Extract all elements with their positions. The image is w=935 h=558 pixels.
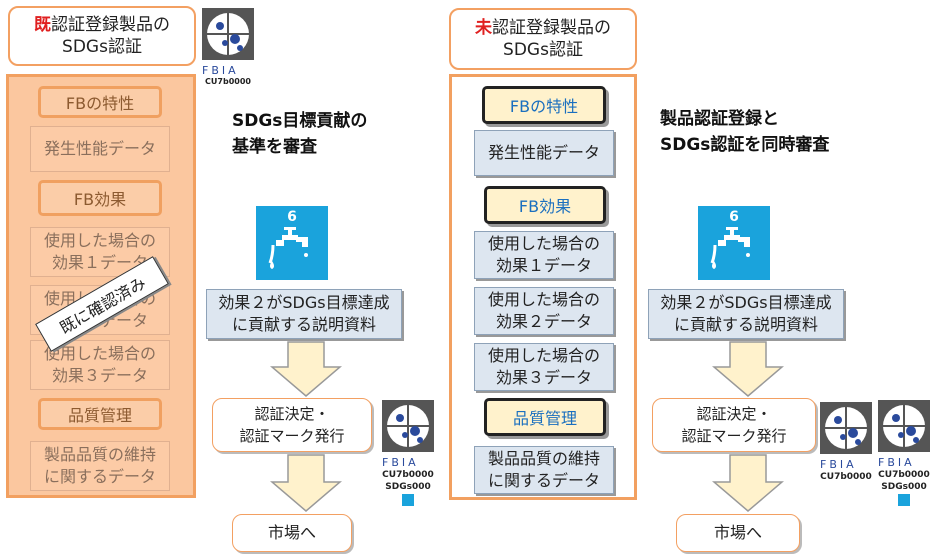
far-right-heading: 製品認証登録と SDGs認証を同時審査	[660, 106, 860, 158]
logo-code: CU7b0000	[820, 472, 872, 482]
right-item-effect2-line2: 効果２データ	[495, 312, 592, 331]
right-item-quality-line2: に関するデータ	[487, 471, 600, 490]
middle-left-decision-line2: 認証マーク発行	[239, 427, 345, 445]
fbia-logo-left-top: FBIA CU7b0000	[202, 8, 254, 86]
right-item-quality: 製品品質の維持 に関するデータ	[474, 446, 614, 494]
left-item-quality-line1: 製品品質の維持	[43, 445, 156, 464]
right-header-fb-characteristics: FBの特性	[482, 86, 606, 124]
right-item-effect1: 使用した場合の 効果１データ	[474, 231, 614, 279]
left-header-fb-characteristics: FBの特性	[38, 86, 162, 118]
fbia-logo-text: FBIA	[202, 64, 239, 77]
middle-left-market-box: 市場へ	[232, 514, 352, 552]
middle-left-decision-box: 認証決定・ 認証マーク発行	[212, 398, 372, 452]
sdg6-number-right: 6	[729, 209, 739, 225]
middle-left-decision-line1: 認証決定・	[254, 405, 330, 423]
far-right-decision-box: 認証決定・ 認証マーク発行	[652, 398, 816, 452]
left-item-quality: 製品品質の維持 に関するデータ	[30, 441, 170, 491]
sdg6-tile-left: 6	[256, 206, 328, 280]
fbia-emblem-icon	[382, 400, 434, 452]
middle-left-doc-line1: 効果２がSDGs目標達成	[218, 293, 390, 312]
logo-code: CU7b0000	[878, 470, 930, 480]
sdg6-mini-icon	[402, 494, 414, 506]
logo-sdgs-code: SDGs000	[881, 482, 927, 492]
sdg6-number-left: 6	[287, 209, 297, 225]
sdg6-tile-right: 6	[698, 206, 770, 280]
left-title-rest: 認証登録製品の	[51, 15, 170, 35]
logo-code: CU7b0000	[382, 470, 434, 480]
fbia-logo-far-right-b: FBIA CU7b0000 SDGs000	[878, 400, 930, 506]
right-title-box: 未認証登録製品の SDGs認証	[449, 8, 637, 70]
fbia-emblem-icon	[820, 402, 872, 454]
down-arrow-icon	[270, 341, 342, 397]
left-item-performance: 発生性能データ	[30, 126, 170, 172]
right-title-line2: SDGs認証	[503, 40, 583, 60]
right-item-quality-line1: 製品品質の維持	[487, 449, 600, 468]
sdg6-mini-icon	[898, 494, 910, 506]
fbia-logo-middle-left: FBIA CU7b0000 SDGs000	[382, 400, 434, 506]
fbia-emblem-icon	[878, 400, 930, 452]
fbia-logo-text: FBIA	[382, 456, 419, 469]
far-right-heading-line2: SDGs認証を同時審査	[660, 135, 830, 155]
water-tap-icon	[710, 227, 750, 269]
right-item-performance: 発生性能データ	[474, 130, 614, 176]
middle-left-explanation-doc: 効果２がSDGs目標達成 に貢献する説明資料	[206, 289, 402, 339]
fbia-emblem-icon	[202, 8, 254, 60]
middle-left-heading: SDGs目標貢献の 基準を審査	[232, 108, 402, 160]
left-header-quality: 品質管理	[38, 398, 162, 430]
far-right-heading-line1: 製品認証登録と	[660, 109, 779, 129]
right-title-rest: 認証登録製品の	[492, 18, 611, 38]
middle-left-doc-line2: に貢献する説明資料	[231, 315, 376, 334]
right-item-effect2: 使用した場合の 効果２データ	[474, 287, 614, 335]
right-item-effect3: 使用した場合の 効果３データ	[474, 343, 614, 391]
fbia-logo-far-right-a: FBIA CU7b0000	[820, 402, 872, 482]
right-item-effect1-line2: 効果１データ	[495, 256, 592, 275]
far-right-doc-line2: に貢献する説明資料	[673, 315, 818, 334]
right-item-effect1-line1: 使用した場合の	[487, 234, 600, 253]
left-header-fb-effect: FB効果	[38, 180, 162, 216]
far-right-explanation-doc: 効果２がSDGs目標達成 に貢献する説明資料	[648, 289, 844, 339]
left-title-line2: SDGs認証	[62, 37, 142, 57]
right-item-effect3-line2: 効果３データ	[495, 368, 592, 387]
logo-code: CU7b0000	[205, 77, 251, 86]
fbia-logo-text: FBIA	[878, 456, 915, 469]
down-arrow-icon	[712, 341, 784, 397]
water-tap-icon	[268, 227, 308, 269]
left-item-effect3-line2: 効果３データ	[51, 366, 148, 385]
down-arrow-icon	[712, 454, 784, 512]
left-item-effect3-line1: 使用した場合の	[43, 344, 156, 363]
right-header-quality: 品質管理	[484, 398, 606, 436]
right-title-prefix: 未	[475, 18, 492, 38]
far-right-decision-line1: 認証決定・	[696, 405, 772, 423]
left-item-quality-line2: に関するデータ	[43, 467, 156, 486]
far-right-doc-line1: 効果２がSDGs目標達成	[660, 293, 832, 312]
right-item-effect2-line1: 使用した場合の	[487, 290, 600, 309]
middle-left-heading-line1: SDGs目標貢献の	[232, 111, 368, 131]
right-item-effect3-line1: 使用した場合の	[487, 346, 600, 365]
right-header-fb-effect: FB効果	[484, 186, 606, 224]
logo-sdgs-code: SDGs000	[385, 482, 431, 492]
down-arrow-icon	[270, 454, 342, 512]
left-title-box: 既認証登録製品の SDGs認証	[8, 6, 196, 66]
far-right-decision-line2: 認証マーク発行	[681, 427, 787, 445]
fbia-logo-text: FBIA	[820, 458, 857, 471]
left-item-effect1-line1: 使用した場合の	[43, 231, 156, 250]
left-item-effect1-line2: 効果１データ	[51, 253, 148, 272]
middle-left-heading-line2: 基準を審査	[232, 137, 317, 157]
far-right-market-box: 市場へ	[676, 514, 800, 552]
left-title-prefix: 既	[34, 15, 51, 35]
